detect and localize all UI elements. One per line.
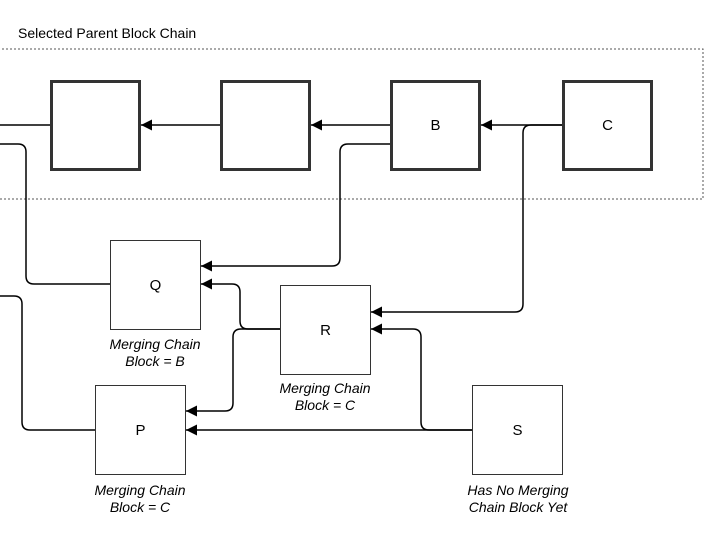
chain-block-2[interactable]	[220, 80, 311, 171]
edge-r-to-q	[201, 278, 280, 330]
chain-block-1[interactable]	[50, 80, 141, 171]
block-q[interactable]: Q	[110, 240, 201, 330]
caption-r: Merging Chain Block = C	[279, 380, 371, 413]
block-s[interactable]: S	[472, 385, 563, 475]
edge-p-offcanvas	[0, 295, 95, 431]
caption-q: Merging Chain Block = B	[109, 336, 201, 369]
edge-q-offcanvas	[0, 143, 110, 285]
edge-r-to-p	[186, 328, 280, 417]
caption-s: Has No Merging Chain Block Yet	[467, 482, 569, 515]
edge-b-to-q	[201, 143, 390, 272]
edge-c-to-r	[371, 124, 562, 318]
block-b[interactable]: B	[390, 80, 481, 171]
caption-p: Merging Chain Block = C	[94, 482, 186, 515]
block-p[interactable]: P	[95, 385, 186, 475]
group-title: Selected Parent Block Chain	[18, 25, 197, 41]
block-c[interactable]: C	[562, 80, 653, 171]
selected-parent-chain-group	[0, 48, 704, 200]
block-r[interactable]: R	[280, 285, 371, 375]
